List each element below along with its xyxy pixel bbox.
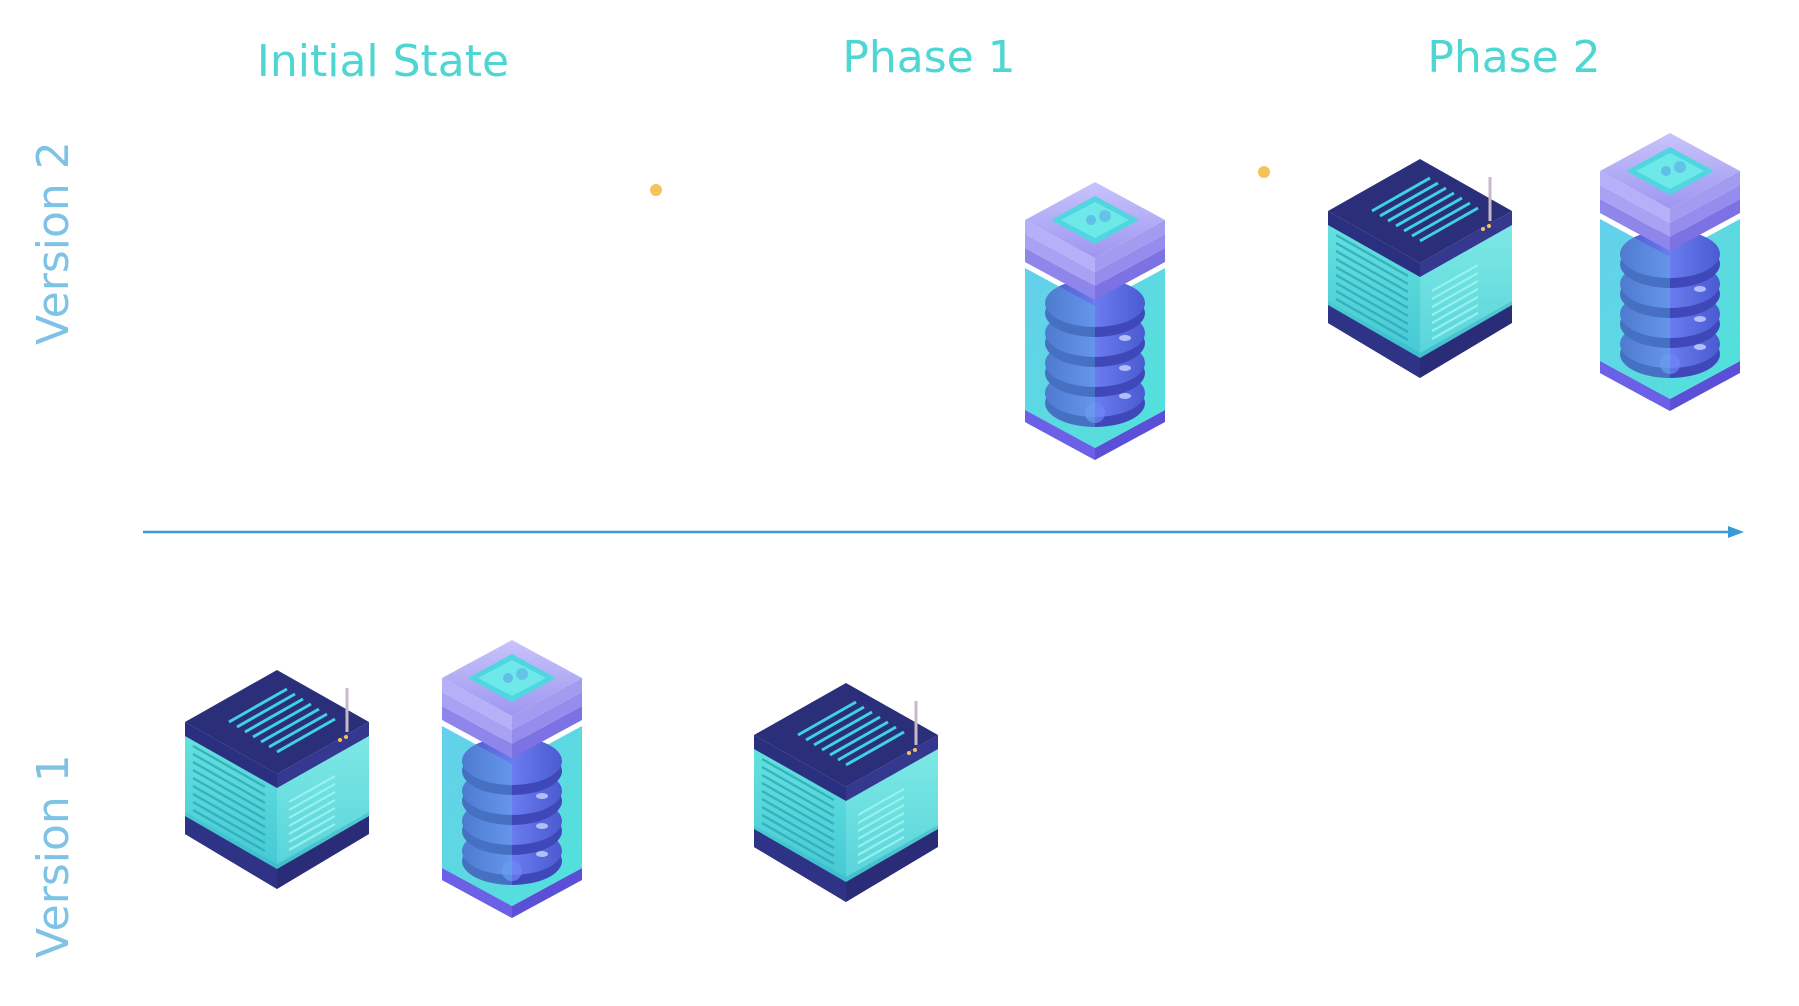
database-icon <box>1025 182 1165 460</box>
phase-title-phase-1: Phase 1 <box>842 32 1016 83</box>
phase-title-phase-2: Phase 2 <box>1427 32 1601 83</box>
server-icon <box>1326 157 1514 380</box>
server-icon <box>752 681 940 904</box>
database-icon <box>442 640 582 918</box>
phase-divider-2 <box>1258 166 1270 880</box>
server-icon <box>183 668 371 891</box>
database-icon <box>1600 133 1740 411</box>
timeline-arrow <box>143 526 1744 538</box>
phase-divider-1 <box>650 184 662 900</box>
phase-title-initial-state: Initial State <box>256 36 510 87</box>
